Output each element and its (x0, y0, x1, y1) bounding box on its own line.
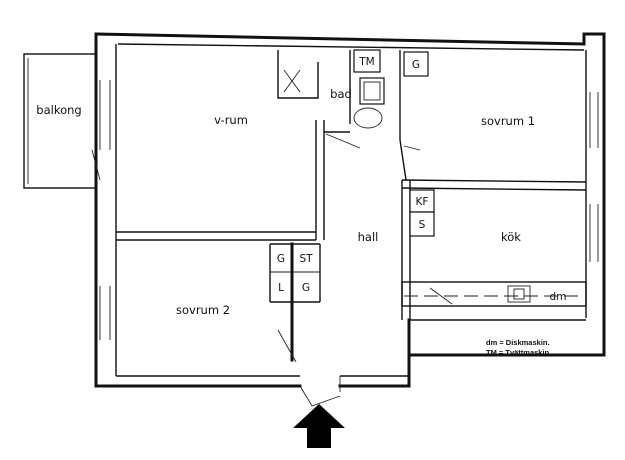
kitchen-counter (401, 281, 587, 307)
tvattmaskin-label: TM (358, 56, 374, 68)
hall-g-label: G (277, 253, 285, 265)
outer-walls (94, 32, 606, 388)
hall-g2-label: G (302, 282, 310, 294)
entrance-arrow-icon (293, 404, 345, 448)
room-v-rum: v-rum (214, 113, 248, 127)
interior-walls (116, 50, 587, 407)
toilet-icon (353, 107, 383, 129)
bad-g-box (403, 51, 429, 77)
sovrum1-g-label: G (412, 59, 420, 71)
room-balkong: balkong (36, 103, 81, 117)
legend-dm: dm = Diskmaskin. (486, 338, 550, 347)
room-labels: balkong v-rum bad sovrum 1 hall kök sovr… (36, 87, 535, 317)
kok-kf-label: KF (416, 196, 429, 208)
room-bad: bad (330, 87, 352, 101)
fixtures: TM G KF S G ST L G dm (277, 49, 567, 303)
room-hall: hall (358, 230, 379, 244)
balkong-area (23, 53, 101, 189)
room-sovrum-2: sovrum 2 (176, 303, 230, 317)
kok-s-label: S (419, 219, 426, 231)
room-sovrum-1: sovrum 1 (481, 114, 535, 128)
hall-l-label: L (278, 282, 284, 294)
hall-st-label: ST (299, 253, 313, 265)
diskmaskin-label: dm (550, 291, 567, 303)
kok-s-box (409, 211, 435, 237)
legend: dm = Diskmaskin. TM = Tvättmaskin. (486, 338, 551, 357)
legend-tm: TM = Tvättmaskin. (486, 348, 551, 357)
tvattmaskin-box (353, 49, 381, 73)
room-kok: kök (501, 230, 521, 244)
